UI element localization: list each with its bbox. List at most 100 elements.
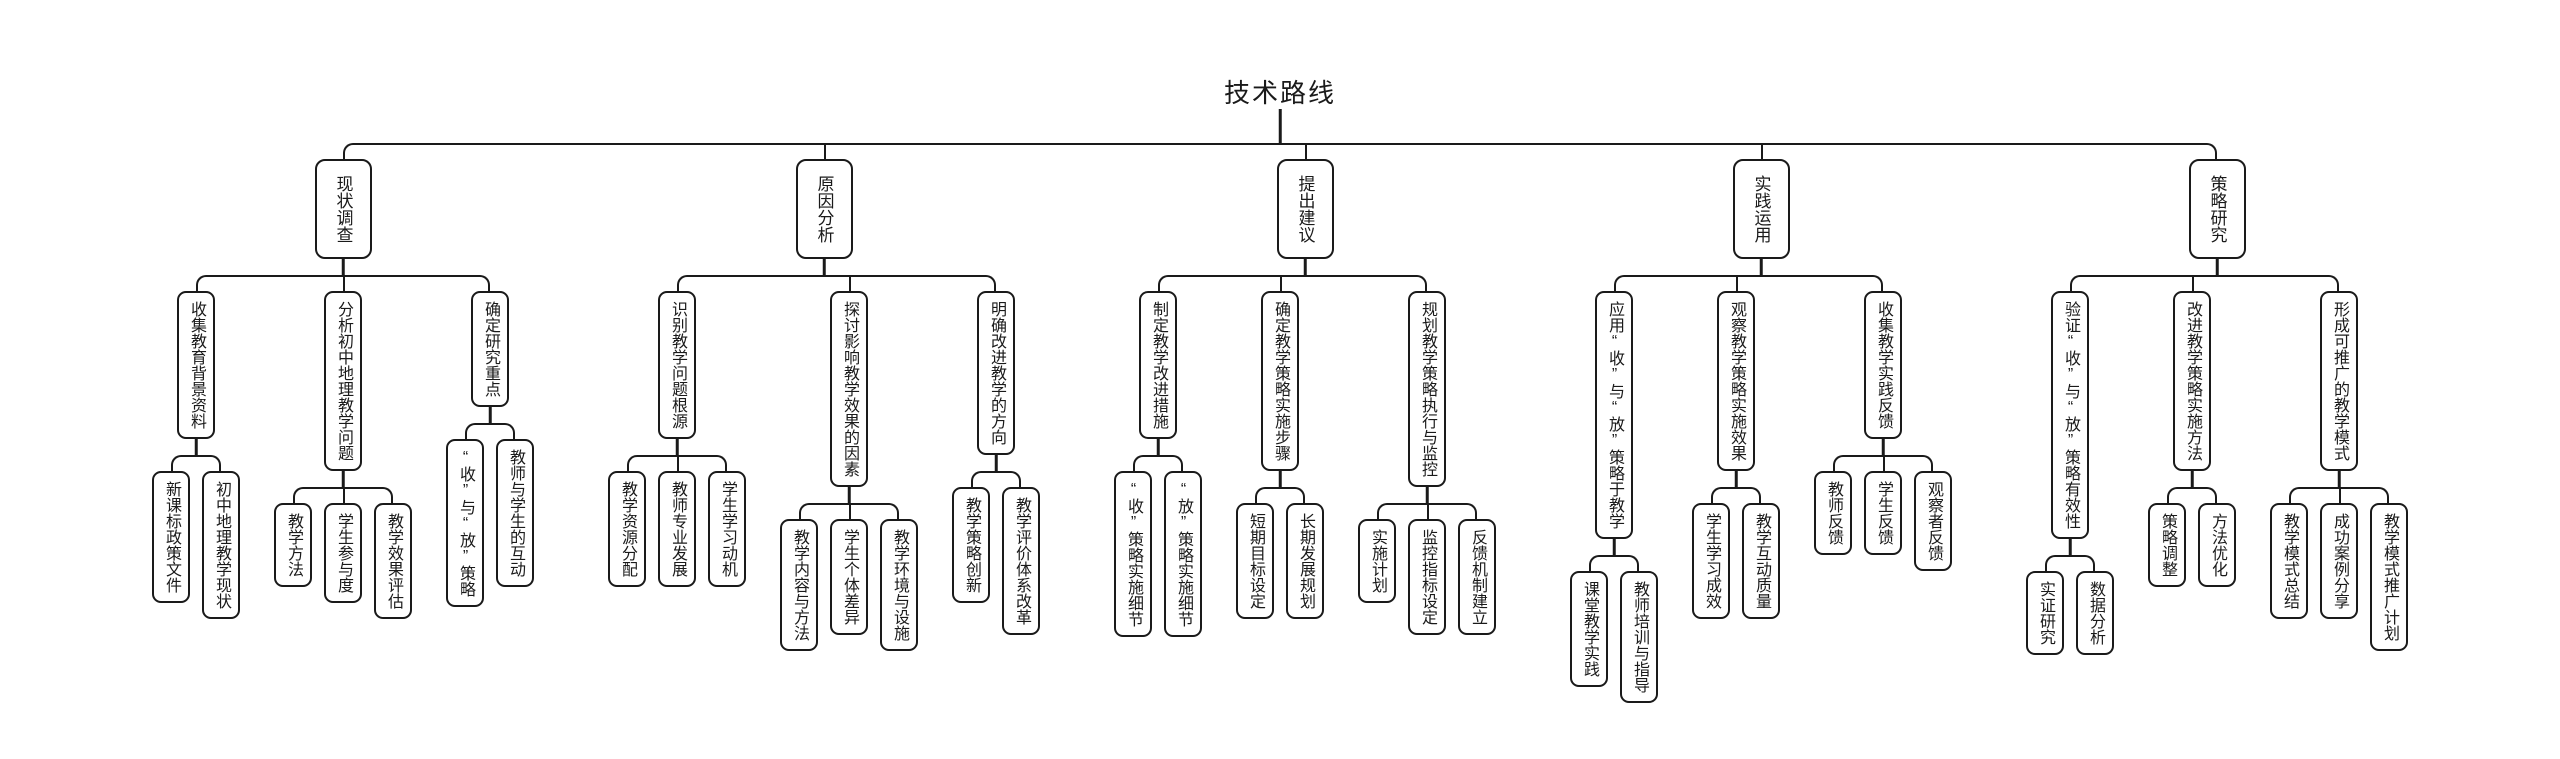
node-label: 监控指标设定 bbox=[1419, 529, 1436, 626]
tree-branch: 学生反馈 bbox=[1858, 455, 1910, 556]
tree-branch: 监控指标设定 bbox=[1402, 503, 1454, 636]
children-group: 教学内容与方法学生个体差异 教学环境与设施 bbox=[774, 487, 924, 652]
tree-node: 学生反馈 bbox=[1864, 471, 1902, 556]
children-group: “收”策略实施细节“放”策略实施细节 bbox=[1108, 439, 1208, 638]
node-label: 识别教学问题根源 bbox=[669, 301, 686, 430]
tree-node: 反馈机制建立 bbox=[1458, 519, 1496, 636]
children-group: 教学策略创新教学评价体系改革 bbox=[946, 455, 1046, 636]
node-label: 教学资源分配 bbox=[619, 481, 636, 578]
tree-branch: 确定教学策略实施步骤短期目标设定 长期发展规划 bbox=[1219, 275, 1343, 620]
tree-branch: 教学内容与方法 bbox=[774, 503, 826, 652]
node-label: 课堂教学实践 bbox=[1581, 581, 1598, 678]
tree-branch: 收集教学实践反馈教师反馈学生反馈 观察者反馈 bbox=[1795, 275, 1969, 572]
node-label: 制定教学改进措施 bbox=[1150, 301, 1167, 430]
tree-node: 改进教学策略实施方法 bbox=[2173, 291, 2211, 472]
tree-node: “放”策略实施细节 bbox=[1164, 471, 1202, 638]
tree-node: 观察教学策略实施效果 bbox=[1717, 291, 1755, 472]
tree-node: 监控指标设定 bbox=[1408, 519, 1446, 636]
tree-node: 教学评价体系改革 bbox=[1002, 487, 1040, 636]
children-group: 教学资源分配教师专业发展学生学习动机 bbox=[602, 439, 752, 588]
tree-branch: 教学模式推广计划 bbox=[2362, 487, 2414, 652]
children-group: 实证研究数据分析 bbox=[2020, 539, 2120, 656]
tree-branch: 原因分析识别教学问题根源教学资源分配教师专业发展学生学习动机探讨影响教学效果的因… bbox=[571, 143, 1079, 652]
tree-node: 明确改进教学的方向 bbox=[977, 291, 1015, 456]
node-label: 教学环境与设施 bbox=[891, 529, 908, 642]
tree-branch: 教学方法 bbox=[268, 487, 320, 588]
tree-node: 教师培训与指导 bbox=[1620, 571, 1658, 704]
node-label: 实证研究 bbox=[2037, 581, 2054, 646]
node-label: 实施计划 bbox=[1369, 529, 1386, 594]
node-label: 教师培训与指导 bbox=[1631, 581, 1648, 694]
node-label: 教师与学生的互动 bbox=[507, 449, 524, 578]
node-label: 确定研究重点 bbox=[482, 301, 499, 398]
tree-branch: “收”策略实施细节 bbox=[1108, 455, 1160, 638]
tree-node: 教学效果评估 bbox=[374, 503, 412, 620]
tree-branch: 实证研究 bbox=[2020, 555, 2072, 656]
tree-node: 分析初中地理教学问题 bbox=[324, 291, 362, 472]
tree-node: 初中地理教学现状 bbox=[202, 471, 240, 620]
tree-branch: 改进教学策略实施方法策略调整 方法优化 bbox=[2131, 275, 2255, 588]
tree-branch: 教师反馈 bbox=[1808, 455, 1860, 556]
tree-branch: 课堂教学实践 bbox=[1564, 555, 1616, 688]
children-group: 验证“收”与“放”策略有效性实证研究数据分析 改进教学策略实施方法策略调整 方法优化… bbox=[2009, 259, 2425, 656]
children-group: 短期目标设定 长期发展规划 bbox=[1230, 471, 1330, 620]
tree-branch: 学生学习成效 bbox=[1686, 487, 1738, 620]
node-label: “收”与“放”策略 bbox=[457, 449, 474, 598]
tree-branch: “收”与“放”策略 bbox=[440, 423, 492, 608]
tree-node: 教学模式总结 bbox=[2270, 503, 2308, 620]
tree-branch: 教学资源分配 bbox=[602, 455, 654, 588]
node-label: 观察教学策略实施效果 bbox=[1728, 301, 1745, 462]
node-label: 教学评价体系改革 bbox=[1013, 497, 1030, 626]
tree-node: 新课标政策文件 bbox=[152, 471, 190, 604]
tree-branch: 教师与学生的互动 bbox=[488, 423, 540, 588]
node-label: 观察者反馈 bbox=[1925, 481, 1942, 562]
tree-branch: 现状调查收集教育背景资料新课标政策文件初中地理教学现状分析初中地理教学问题教学方… bbox=[115, 143, 573, 620]
tree-node: 教学互动质量 bbox=[1742, 503, 1780, 620]
tree-node: 学生参与度 bbox=[324, 503, 362, 604]
tree-branch: 策略调整 bbox=[2142, 487, 2194, 588]
tree-node: 实践运用 bbox=[1732, 159, 1790, 260]
node-label: 收集教学实践反馈 bbox=[1875, 301, 1892, 430]
node-label: 教学方法 bbox=[285, 513, 302, 578]
tree-branch: 教师培训与指导 bbox=[1612, 555, 1664, 704]
node-label: 短期目标设定 bbox=[1247, 513, 1264, 610]
tree-node: 实施计划 bbox=[1358, 519, 1396, 604]
tree-branch: 教学评价体系改革 bbox=[994, 471, 1046, 636]
node-label: 原因分析 bbox=[814, 175, 834, 244]
children-group: 收集教育背景资料新课标政策文件初中地理教学现状分析初中地理教学问题教学方法学生参… bbox=[135, 259, 551, 620]
node-label: 确定教学策略实施步骤 bbox=[1272, 301, 1289, 462]
node-label: 教学效果评估 bbox=[385, 513, 402, 610]
tree-node: 课堂教学实践 bbox=[1570, 571, 1608, 688]
node-label: 策略调整 bbox=[2159, 513, 2176, 578]
tree-node: 方法优化 bbox=[2198, 503, 2236, 588]
tree-node: 成功案例分享 bbox=[2320, 503, 2358, 620]
tree-branch: 规划教学策略执行与监控实施计划 监控指标设定 反馈机制建立 bbox=[1339, 275, 1513, 636]
node-label: 规划教学策略执行与监控 bbox=[1419, 301, 1436, 478]
tree-node: 学生个体差异 bbox=[830, 519, 868, 636]
tree-branch: 教学模式总结 bbox=[2264, 487, 2316, 620]
tree-branch: 教学互动质量 bbox=[1734, 487, 1786, 620]
tree-branch: 教学环境与设施 bbox=[872, 503, 924, 652]
node-label: 新课标政策文件 bbox=[163, 481, 180, 594]
tree-branch: 验证“收”与“放”策略有效性实证研究数据分析 bbox=[2009, 275, 2133, 656]
node-label: 反馈机制建立 bbox=[1469, 529, 1486, 626]
children-group: 教学模式总结成功案例分享教学模式推广计划 bbox=[2264, 471, 2414, 652]
tree-branch: 提出建议制定教学改进措施“收”策略实施细节“放”策略实施细节确定教学策略实施步骤… bbox=[1077, 143, 1535, 638]
tree-branch: 反馈机制建立 bbox=[1450, 503, 1502, 636]
children-group: 学生学习成效 教学互动质量 bbox=[1686, 471, 1786, 620]
tree-node: 长期发展规划 bbox=[1286, 503, 1324, 620]
tree-node: 验证“收”与“放”策略有效性 bbox=[2051, 291, 2089, 540]
node-label: 学生学习成效 bbox=[1703, 513, 1720, 610]
tree-branch: 观察教学策略实施效果学生学习成效 教学互动质量 bbox=[1675, 275, 1799, 620]
tree-branch: 学生个体差异 bbox=[824, 503, 876, 636]
tree-node: 教学资源分配 bbox=[608, 471, 646, 588]
node-label: 明确改进教学的方向 bbox=[988, 301, 1005, 446]
node-label: 学生参与度 bbox=[335, 513, 352, 594]
children-group: 教师反馈学生反馈 观察者反馈 bbox=[1808, 439, 1958, 572]
node-label: 学生学习动机 bbox=[719, 481, 736, 578]
node-label: 应用“收”与“放”策略于教学 bbox=[1606, 301, 1623, 530]
children-group: 新课标政策文件 初中地理教学现状 bbox=[146, 439, 246, 620]
tree-branch: 收集教育背景资料新课标政策文件初中地理教学现状 bbox=[135, 275, 259, 620]
tree-node: 确定研究重点 bbox=[471, 291, 509, 408]
tree-node: 应用“收”与“放”策略于教学 bbox=[1595, 291, 1633, 540]
